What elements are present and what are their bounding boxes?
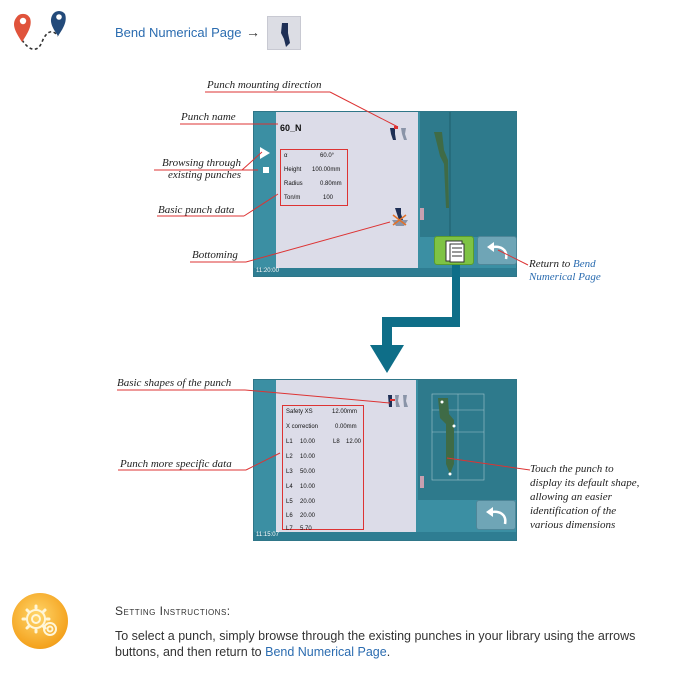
punch-dimension-preview[interactable]	[418, 380, 516, 500]
note-touch-line5: various dimensions	[530, 519, 616, 531]
note-browsing-line1: Browsing through	[162, 157, 241, 169]
basic-shapes-icon[interactable]	[386, 393, 412, 409]
note-touch-line1: Touch the punch to	[530, 463, 614, 475]
punch-data-panel: 60_N α 60.0° Height 100.00mm Radius 0.80mm …	[276, 112, 418, 268]
radius-value: 0.80mm	[320, 181, 342, 187]
annotation-leaders	[117, 91, 531, 471]
punch-library-screen: 60_N α 60.0° Height 100.00mm Radius 0.80mm …	[253, 111, 517, 277]
gear-icon	[12, 593, 68, 649]
setting-body-suffix: .	[386, 645, 391, 659]
note-return-prefix: Return to	[529, 258, 573, 270]
bend-numerical-page-link[interactable]: Bend Numerical Page	[115, 25, 242, 40]
note-return-link-part2[interactable]: Numerical Page	[529, 271, 601, 283]
l5-label: L5	[286, 499, 293, 505]
punch-icon	[267, 16, 301, 50]
punch-preview[interactable]	[420, 112, 516, 237]
browse-previous-button[interactable]	[257, 145, 273, 161]
l7-label: L7	[286, 526, 293, 532]
note-touch-line2: display its default shape,	[530, 477, 640, 489]
l8-value: 12.00	[346, 439, 362, 445]
arrow-right-icon: →	[246, 24, 260, 40]
note-touch-line3: allowing an easier	[530, 491, 612, 503]
l4-label: L4	[286, 484, 293, 490]
xcorr-label: X correction	[286, 424, 319, 430]
l3-label: L3	[286, 469, 293, 475]
browse-next-marker[interactable]	[263, 167, 269, 173]
xcorr-value: 0.00mm	[335, 424, 357, 430]
l6-value: 20.00	[300, 513, 316, 519]
note-punch-name: Punch name	[181, 111, 236, 123]
l2-label: L2	[286, 454, 293, 460]
note-browsing-line2: existing punches	[167, 169, 241, 181]
l7-value: 5.70	[300, 526, 312, 532]
return-button[interactable]	[476, 500, 516, 530]
basic-punch-data-box: α 60.0° Height 100.00mm Radius 0.80mm Ton/m…	[280, 149, 348, 206]
note-basic-shapes: Basic shapes of the punch	[117, 377, 232, 389]
setting-instructions-body: To select a punch, simply browse through…	[115, 628, 675, 660]
note-bottoming: Bottoming	[192, 249, 238, 261]
safety-value: 12.00mm	[332, 409, 358, 415]
clock-text: 11:15:07	[256, 532, 279, 538]
height-value: 100.00mm	[312, 167, 341, 173]
punch-specific-data-box: Safety XS 12.00mm X correction 0.00mm L1 10…	[282, 405, 364, 532]
setting-instructions-title: Setting Instructions:	[115, 604, 231, 618]
setting-body-link[interactable]: Bend Numerical Page	[265, 645, 387, 659]
note-punch-mounting-direction: Punch mounting direction	[207, 79, 322, 91]
note-return-to-bend: Return to Bend Numerical Page	[529, 258, 601, 284]
l2-value: 10.00	[300, 454, 316, 460]
l8-label: L8	[333, 439, 340, 445]
route-pins-icon	[14, 11, 66, 51]
tonm-value: 100	[323, 195, 334, 201]
l6-label: L6	[286, 513, 293, 519]
bottoming-icon[interactable]	[392, 208, 408, 226]
note-return-link-part1[interactable]: Bend	[573, 258, 596, 270]
flow-arrow	[370, 265, 460, 373]
status-bar: 11:20:00	[254, 268, 516, 276]
punch-detail-panel: Safety XS 12.00mm X correction 0.00mm L1 10…	[276, 380, 416, 534]
radius-label: Radius	[284, 181, 303, 187]
l1-value: 10.00	[300, 439, 316, 445]
l1-label: L1	[286, 439, 293, 445]
status-bar: 11:15:07	[254, 532, 516, 540]
clock-text: 11:20:00	[256, 268, 279, 274]
angle-value: 60.0°	[320, 153, 335, 159]
angle-label: α	[284, 153, 288, 159]
note-touch-punch: Touch the punch to display its default s…	[530, 462, 639, 532]
punch-name: 60_N	[280, 123, 302, 133]
mounting-direction-icon[interactable]	[388, 126, 410, 142]
l3-value: 50.00	[300, 469, 316, 475]
l5-value: 20.00	[300, 499, 316, 505]
l4-value: 10.00	[300, 484, 316, 490]
note-specific-data: Punch more specific data	[120, 458, 232, 470]
note-basic-punch-data: Basic punch data	[158, 204, 235, 216]
height-label: Height	[284, 167, 302, 173]
safety-label: Safety XS	[286, 409, 313, 415]
note-touch-line4: identification of the	[530, 505, 617, 517]
punch-list-button[interactable]	[434, 236, 474, 265]
tonm-label: Ton/m	[284, 195, 301, 201]
note-browsing: Browsing through existing punches	[140, 157, 241, 181]
setting-body-text: To select a punch, simply browse through…	[115, 629, 636, 659]
return-button[interactable]	[477, 236, 517, 265]
punch-detail-screen: Safety XS 12.00mm X correction 0.00mm L1 10…	[253, 379, 517, 541]
